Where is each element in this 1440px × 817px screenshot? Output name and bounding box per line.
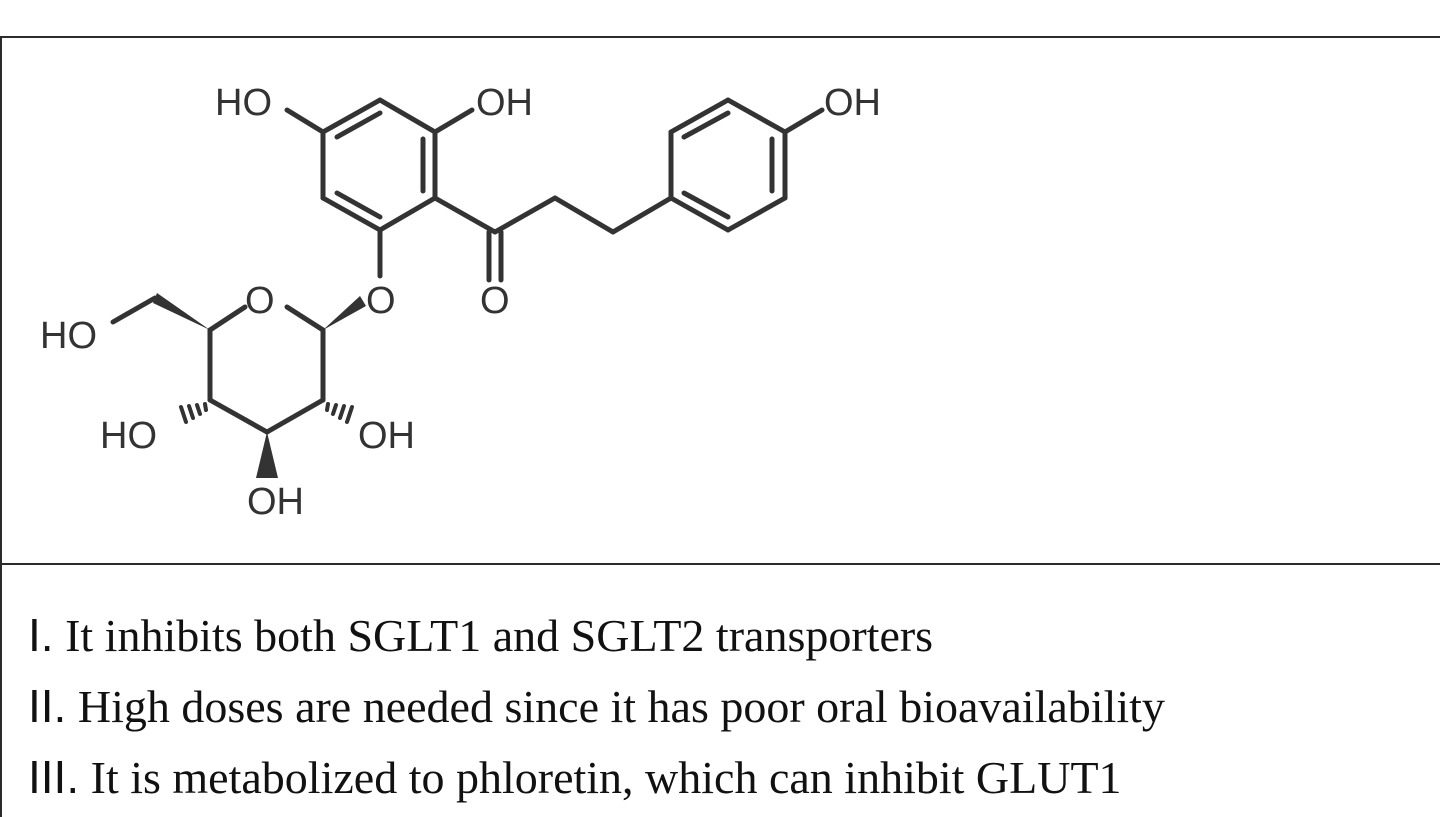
statement-item: III. It is metabolized to phloretin, whi… [28,742,1428,813]
bond-inner [681,110,731,140]
statement-item: II. High doses are needed since it has p… [28,671,1428,742]
hash-bond [203,402,208,412]
statement-number: I. [28,609,54,661]
bond [552,195,616,235]
wedge-bond [153,293,210,330]
atom-label-o-ring: O [245,280,275,322]
atom-label-ho: HO [40,315,97,357]
statement-text: It inhibits both SGLT1 and SGLT2 transpo… [65,610,934,661]
hash-bond [325,402,330,412]
atom-label-o-glycoside: O [366,280,396,322]
bond [377,195,438,233]
chemical-structure: HO OH OH O O O HO HO OH OH [0,38,1440,563]
statement-number: II. [28,680,67,732]
bond-inner [334,190,383,220]
atom-label-oh: OH [358,415,415,457]
bond [432,195,498,235]
atom-label-oh: OH [824,82,881,124]
bond-inner [334,110,383,140]
bond [264,397,326,435]
divider-line [0,563,1440,565]
bond [377,97,438,135]
bond [668,97,731,135]
wedge-bond [323,296,366,330]
bond [432,107,475,135]
bond [110,295,158,325]
statement-text: It is metabolized to phloretin, which ca… [90,752,1122,803]
statement-text: High doses are needed since it has poor … [77,681,1165,732]
hash-bond [331,403,338,416]
bond [610,195,674,235]
statement-number: III. [28,751,80,803]
bond [284,107,326,135]
bond [725,195,788,233]
bond [207,304,248,333]
bond [668,195,731,233]
hash-bond [179,405,188,424]
structure-drawing: HO OH OH O O O HO HO OH OH [40,82,881,523]
atom-label-ho: HO [215,82,272,124]
figure-frame [0,36,1440,817]
bond [782,107,825,135]
atom-label-ho: HO [100,415,157,457]
atom-label-oh: OH [476,82,533,124]
bond [284,304,326,333]
bond [320,195,383,233]
bond [320,97,383,135]
statement-list: I. It inhibits both SGLT1 and SGLT2 tran… [28,600,1428,813]
atom-label-oh: OH [247,481,304,523]
atom-label-o-ketone: O [480,280,510,322]
bond-inner [681,190,731,220]
statement-item: I. It inhibits both SGLT1 and SGLT2 tran… [28,600,1428,671]
hash-bond [195,403,202,416]
hash-bond [338,404,346,420]
bond [207,397,270,435]
wedge-bond [256,432,278,478]
bond [492,195,558,235]
hash-bond [187,404,195,420]
hash-bond [345,405,354,424]
bond [725,97,788,135]
